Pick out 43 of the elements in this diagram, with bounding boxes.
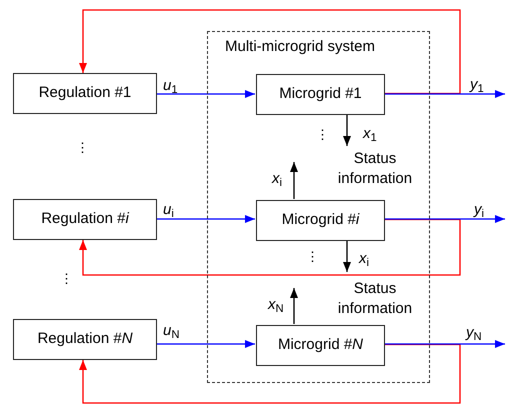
ellipsis-mark: ⋮ (60, 272, 73, 285)
edge-label: x$_{N}$ (268, 297, 284, 312)
edge-label: x$_{i}$ (359, 251, 369, 266)
arrow (384, 215, 505, 223)
process-box (13, 73, 157, 114)
process-box (256, 74, 385, 115)
process-box (13, 199, 157, 240)
ellipsis-mark: ⋮ (76, 141, 89, 154)
process-box (256, 200, 385, 241)
edge-label: y$_{1}$ (470, 77, 484, 92)
status-label: Status information (287, 147, 423, 191)
arrow (343, 114, 351, 146)
arrow (157, 90, 255, 98)
arrow (79, 218, 461, 276)
edge-label: x$_{i}$ (272, 171, 282, 186)
arrow (290, 162, 298, 199)
box-label: Microgrid #N (278, 335, 364, 356)
dashed-group-frame (207, 31, 430, 383)
group-title: Multi-microgrid system (225, 37, 376, 57)
edge-label: u$_{1}$ (163, 78, 178, 93)
edge-label: y$_{i}$ (474, 202, 484, 217)
arrow (79, 9, 461, 94)
arrow (157, 215, 255, 223)
arrow (343, 240, 351, 272)
arrow (157, 340, 255, 348)
edge-label: x$_{1}$ (363, 126, 377, 141)
box-label: Regulation #i (41, 209, 129, 230)
status-label: Status information (287, 273, 423, 325)
ellipsis-mark: ⋮ (316, 128, 329, 141)
box-label: Regulation #N (37, 329, 133, 350)
arrow (290, 288, 298, 324)
arrow (79, 344, 461, 404)
edge-label: y$_{N}$ (466, 325, 482, 340)
box-label: Microgrid #1 (279, 84, 362, 104)
box-label: Microgrid #i (282, 210, 360, 230)
edge-label: u$_{i}$ (163, 202, 174, 217)
arrow (384, 340, 505, 348)
box-label: Regulation #1 (38, 83, 132, 104)
ellipsis-mark: ⋮ (306, 250, 319, 263)
process-box (256, 325, 385, 366)
edge-label: u$_{N}$ (163, 323, 180, 338)
process-box (13, 319, 157, 360)
arrow (384, 90, 505, 98)
